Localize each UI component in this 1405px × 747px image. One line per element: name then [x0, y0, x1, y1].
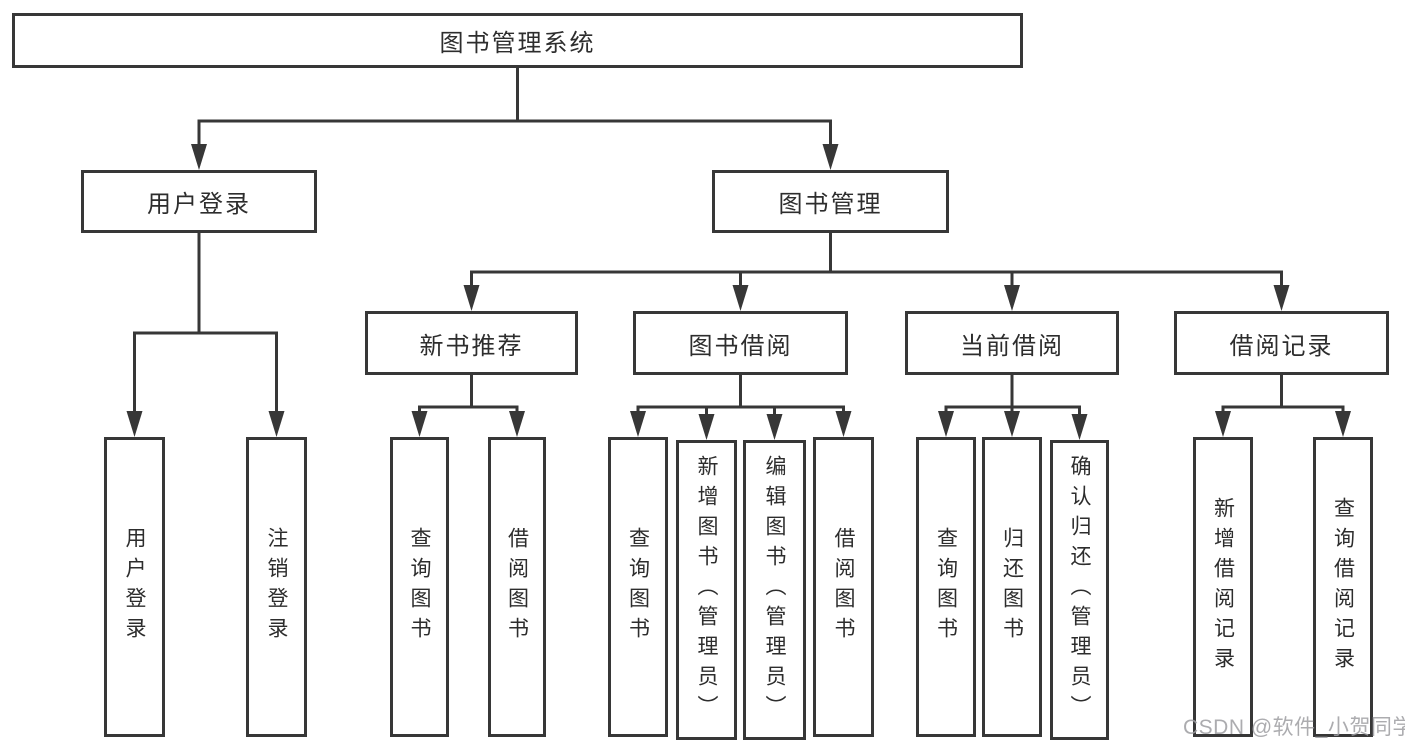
node-root: 图书管理系统: [12, 13, 1023, 68]
arrowhead-icon: [822, 144, 839, 170]
node-leaf-borrow-book-1: 借阅图书: [488, 437, 546, 737]
node-borrow-records: 借阅记录: [1174, 311, 1389, 375]
node-current-borrow: 当前借阅: [905, 311, 1119, 375]
node-label: 图书管理: [778, 191, 883, 218]
node-label: 编辑图书（管理员）: [763, 455, 786, 725]
node-new-book-rec: 新书推荐: [365, 311, 578, 375]
arrowhead-icon: [463, 285, 480, 311]
node-leaf-edit-book: 编辑图书（管理员）: [743, 440, 806, 740]
arrowhead-icon: [698, 414, 715, 440]
node-label: 借阅记录: [1229, 332, 1334, 360]
node-leaf-query-record: 查询借阅记录: [1313, 437, 1373, 737]
arrowhead-icon: [509, 411, 525, 437]
node-leaf-query-book-2: 查询图书: [608, 437, 668, 737]
node-label: 新增借阅记录: [1211, 497, 1235, 677]
node-leaf-add-book: 新增图书（管理员）: [676, 440, 737, 740]
arrowhead-icon: [938, 411, 954, 437]
node-label: 归还图书: [1000, 527, 1024, 647]
node-label: 新增图书（管理员）: [695, 455, 718, 725]
node-label: 用户登录: [123, 527, 146, 647]
arrowhead-icon: [1273, 285, 1290, 311]
arrowhead-icon: [1215, 411, 1231, 437]
arrowhead-icon: [766, 414, 783, 440]
node-label: 查询借阅记录: [1331, 497, 1355, 677]
arrowhead-icon: [411, 411, 428, 437]
arrowhead-icon: [126, 411, 143, 437]
node-label: 用户登录: [147, 191, 251, 218]
node-label: 查询图书: [934, 527, 958, 647]
arrowhead-icon: [268, 411, 285, 437]
arrowhead-icon: [1071, 414, 1088, 440]
node-label: 注销登录: [265, 527, 288, 647]
arrowhead-icon: [630, 411, 646, 437]
arrowhead-icon: [835, 411, 852, 437]
node-leaf-confirm-return: 确认归还（管理员）: [1050, 440, 1109, 740]
node-label: 借阅图书: [505, 527, 529, 647]
node-label: 查询图书: [626, 527, 650, 647]
node-leaf-add-record: 新增借阅记录: [1193, 437, 1253, 737]
node-label: 确认归还（管理员）: [1068, 455, 1091, 725]
node-leaf-user-login: 用户登录: [104, 437, 165, 737]
node-leaf-query-book-1: 查询图书: [390, 437, 449, 737]
node-book-borrow: 图书借阅: [633, 311, 848, 375]
node-leaf-return-book: 归还图书: [982, 437, 1042, 737]
arrowhead-icon: [191, 144, 207, 170]
arrowhead-icon: [732, 285, 749, 311]
node-user-login: 用户登录: [81, 170, 317, 233]
arrowhead-icon: [1004, 285, 1020, 311]
node-label: 图书管理系统: [439, 30, 596, 57]
arrowhead-icon: [1335, 411, 1351, 437]
node-label: 新书推荐: [419, 332, 524, 360]
node-label: 借阅图书: [832, 527, 855, 647]
node-label: 图书借阅: [688, 332, 793, 360]
node-book-mgmt: 图书管理: [712, 170, 949, 233]
node-label: 查询图书: [408, 527, 431, 647]
node-label: 当前借阅: [960, 332, 1064, 360]
arrowhead-icon: [1004, 411, 1020, 437]
node-leaf-borrow-book-2: 借阅图书: [813, 437, 874, 737]
node-leaf-logout: 注销登录: [246, 437, 307, 737]
node-leaf-query-book-3: 查询图书: [916, 437, 976, 737]
